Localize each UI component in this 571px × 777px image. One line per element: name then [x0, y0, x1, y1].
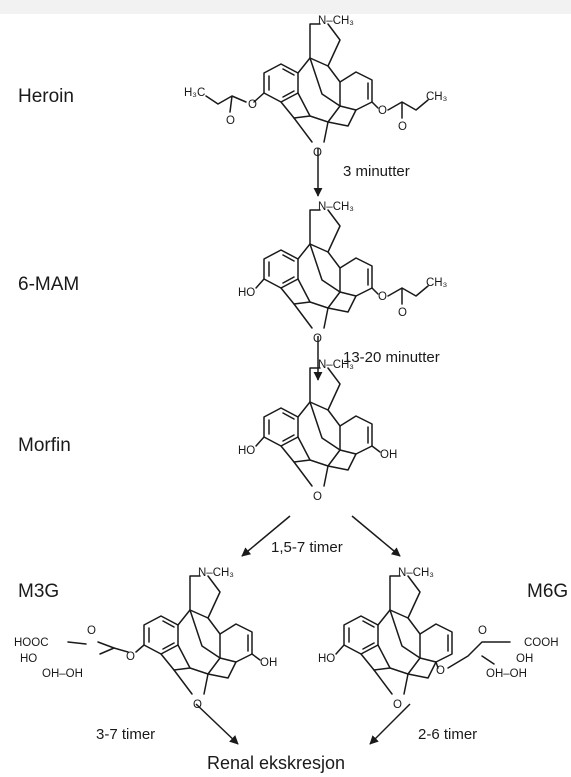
time-heroin-6mam: 3 minutter: [343, 163, 410, 180]
molecule-6mam: N–CH₃ O HO O O CH₃: [238, 201, 448, 345]
6mam-n-group: N–CH₃: [318, 201, 354, 213]
molecule-m3g: N–CH₃ O O O HOOC HO OH–OH OH: [14, 567, 277, 711]
m6g-oh: OH: [516, 653, 533, 665]
m6g-o-sugar: O: [478, 625, 487, 637]
morfin-o-ring: O: [313, 491, 322, 503]
arrow-m3g-renal: [195, 703, 239, 745]
heroin-h3c: H₃C: [184, 87, 205, 99]
arrow-m6g-renal: [369, 703, 411, 745]
m6g-cooh: COOH: [524, 637, 559, 649]
m3g-oh-oh: OH–OH: [42, 668, 83, 680]
arrow-morfin-m3g: [241, 515, 291, 557]
6mam-o-right: O: [378, 291, 387, 303]
m6g-n-group: N–CH₃: [398, 567, 434, 579]
label-heroin: Heroin: [18, 86, 74, 107]
heroin-o-right: O: [378, 105, 387, 117]
6mam-o-right-carbonyl: O: [398, 307, 407, 319]
m3g-o-link: O: [126, 651, 135, 663]
time-m6g-renal: 2-6 timer: [418, 726, 477, 743]
m3g-o-sugar: O: [87, 625, 96, 637]
molecule-morfin: N–CH₃ O HO OH: [238, 359, 397, 503]
time-m3g-renal: 3-7 timer: [96, 726, 155, 743]
molecule-m6g: N–CH₃ O HO O O COOH OH OH–OH: [318, 567, 559, 711]
arrow-morfin-m6g: [351, 515, 401, 557]
6mam-ho: HO: [238, 287, 255, 299]
label-6mam: 6-MAM: [18, 274, 79, 295]
m3g-hooc: HOOC: [14, 637, 49, 649]
time-6mam-morfin: 13-20 minutter: [343, 349, 440, 366]
morfin-ho: HO: [238, 445, 255, 457]
heroin-o-right-carbonyl: O: [398, 121, 407, 133]
time-morfin-glucuronides: 1,5-7 timer: [271, 539, 343, 556]
top-strip: [0, 0, 571, 14]
heroin-n-group: N–CH₃: [318, 15, 354, 27]
label-m6g: M6G: [527, 581, 568, 602]
heroin-ch3: CH₃: [426, 91, 448, 103]
final-renal-excretion: Renal ekskresjon: [207, 753, 345, 773]
morfin-oh: OH: [380, 449, 397, 461]
m6g-ho: HO: [318, 653, 335, 665]
m3g-ho: HO: [20, 653, 37, 665]
m3g-oh: OH: [260, 657, 277, 669]
label-m3g: M3G: [18, 581, 59, 602]
label-morfin: Morfin: [18, 435, 71, 456]
molecule-heroin: N–CH₃ O O O H₃C O O CH₃: [184, 15, 448, 159]
morfin-n-group: N–CH₃: [318, 359, 354, 371]
heroin-o-left-carbonyl: O: [226, 115, 235, 127]
m6g-oh-oh: OH–OH: [486, 668, 527, 680]
m6g-o-ring: O: [393, 699, 402, 711]
6mam-ch3: CH₃: [426, 277, 448, 289]
heroin-o-left: O: [248, 99, 257, 111]
m3g-n-group: N–CH₃: [198, 567, 234, 579]
m6g-o-link: O: [436, 665, 445, 677]
